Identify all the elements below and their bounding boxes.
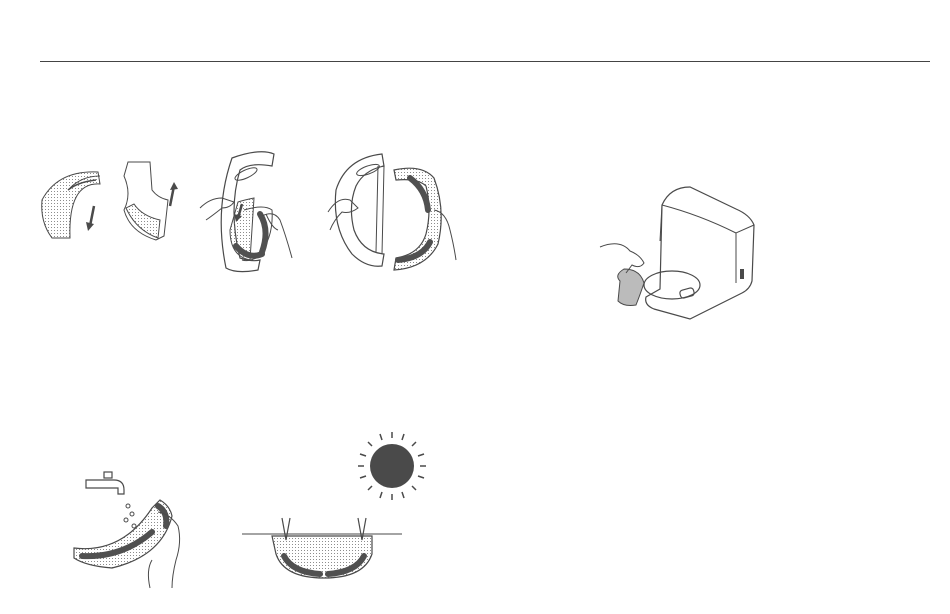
sun-dry-icon (240, 432, 430, 588)
hands-detach-illustration (200, 150, 310, 275)
dock-cleaning-icon (600, 185, 760, 325)
sun-icon (358, 432, 426, 500)
mop-pad-remove-icon (38, 160, 188, 250)
mop-separated-illustration (322, 150, 457, 275)
mop-separated-icon (322, 150, 457, 275)
mop-pad-remove-illustration (38, 160, 188, 250)
header-divider (40, 61, 930, 62)
dock-cleaning-illustration (600, 185, 760, 325)
faucet-rinse-icon (72, 470, 187, 588)
hands-detach-icon (200, 150, 310, 275)
sun-dry-illustration (240, 432, 430, 588)
faucet-rinse-illustration (72, 470, 187, 588)
